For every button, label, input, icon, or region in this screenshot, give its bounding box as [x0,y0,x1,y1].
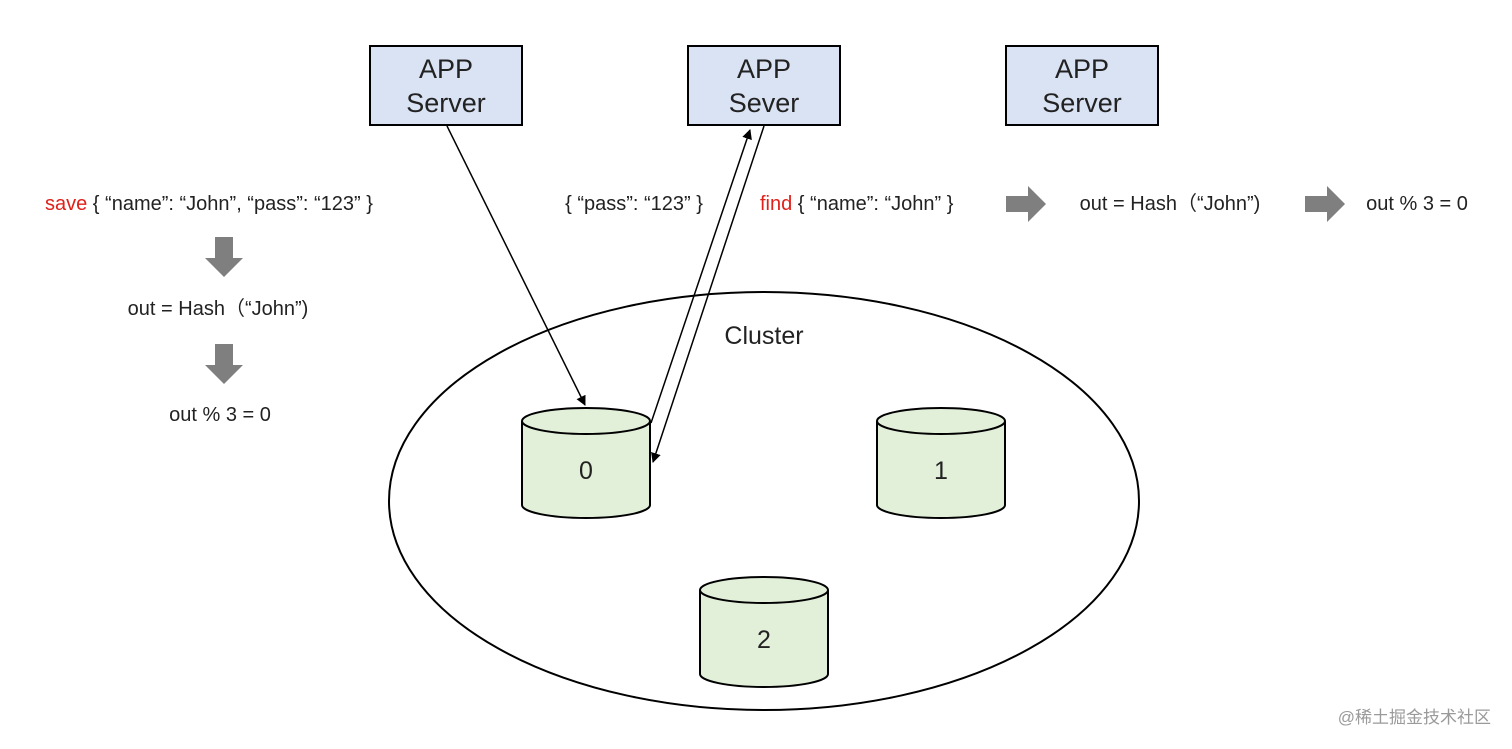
db-node-1: 1 [876,407,1006,519]
find-keyword: find [760,193,792,215]
db-node-0: 0 [521,407,651,519]
arrow-server2-to-db0 [651,125,765,463]
app-server-1: APP Server [369,45,523,126]
db-node-2-label: 2 [757,626,771,654]
app-server-3-line2: Server [1042,88,1122,118]
cluster-boundary [388,291,1140,711]
save-request: save { “name”: “John”, “pass”: “123” } [45,193,373,215]
find-payload: { “name”: “John” } [792,193,954,215]
save-mod-text: out % 3 = 0 [169,404,271,426]
app-server-3: APP Server [1005,45,1159,126]
app-server-1-line2: Server [406,88,486,118]
find-right-arrow-1 [1006,186,1046,222]
save-down-arrow-1 [205,237,243,277]
arrow-db0-to-server2 [650,129,752,424]
save-payload: { “name”: “John”, “pass”: “123” } [87,193,373,215]
find-hash-text: out = Hash（“John”) [1080,192,1261,215]
save-down-arrow-2 [205,344,243,384]
app-server-2: APP Sever [687,45,841,126]
db-node-2: 2 [699,576,829,688]
response-payload: { “pass”: “123” } [565,193,703,215]
find-mod-text: out % 3 = 0 [1366,193,1468,215]
arrow-server1-to-db0 [446,125,586,406]
app-server-2-line1: APP [737,54,791,84]
app-server-3-line1: APP [1055,54,1109,84]
cluster: Cluster [388,291,1140,711]
save-keyword: save [45,193,87,215]
cluster-label: Cluster [724,322,803,350]
find-request: find { “name”: “John” } [760,193,954,215]
app-server-2-line2: Sever [729,88,800,118]
db-node-1-label: 1 [934,457,948,485]
save-hash-text: out = Hash（“John”) [128,297,309,320]
db-node-0-label: 0 [579,457,593,485]
watermark: @稀土掘金技术社区 [1338,708,1491,727]
find-right-arrow-2 [1305,186,1345,222]
app-server-1-line1: APP [419,54,473,84]
